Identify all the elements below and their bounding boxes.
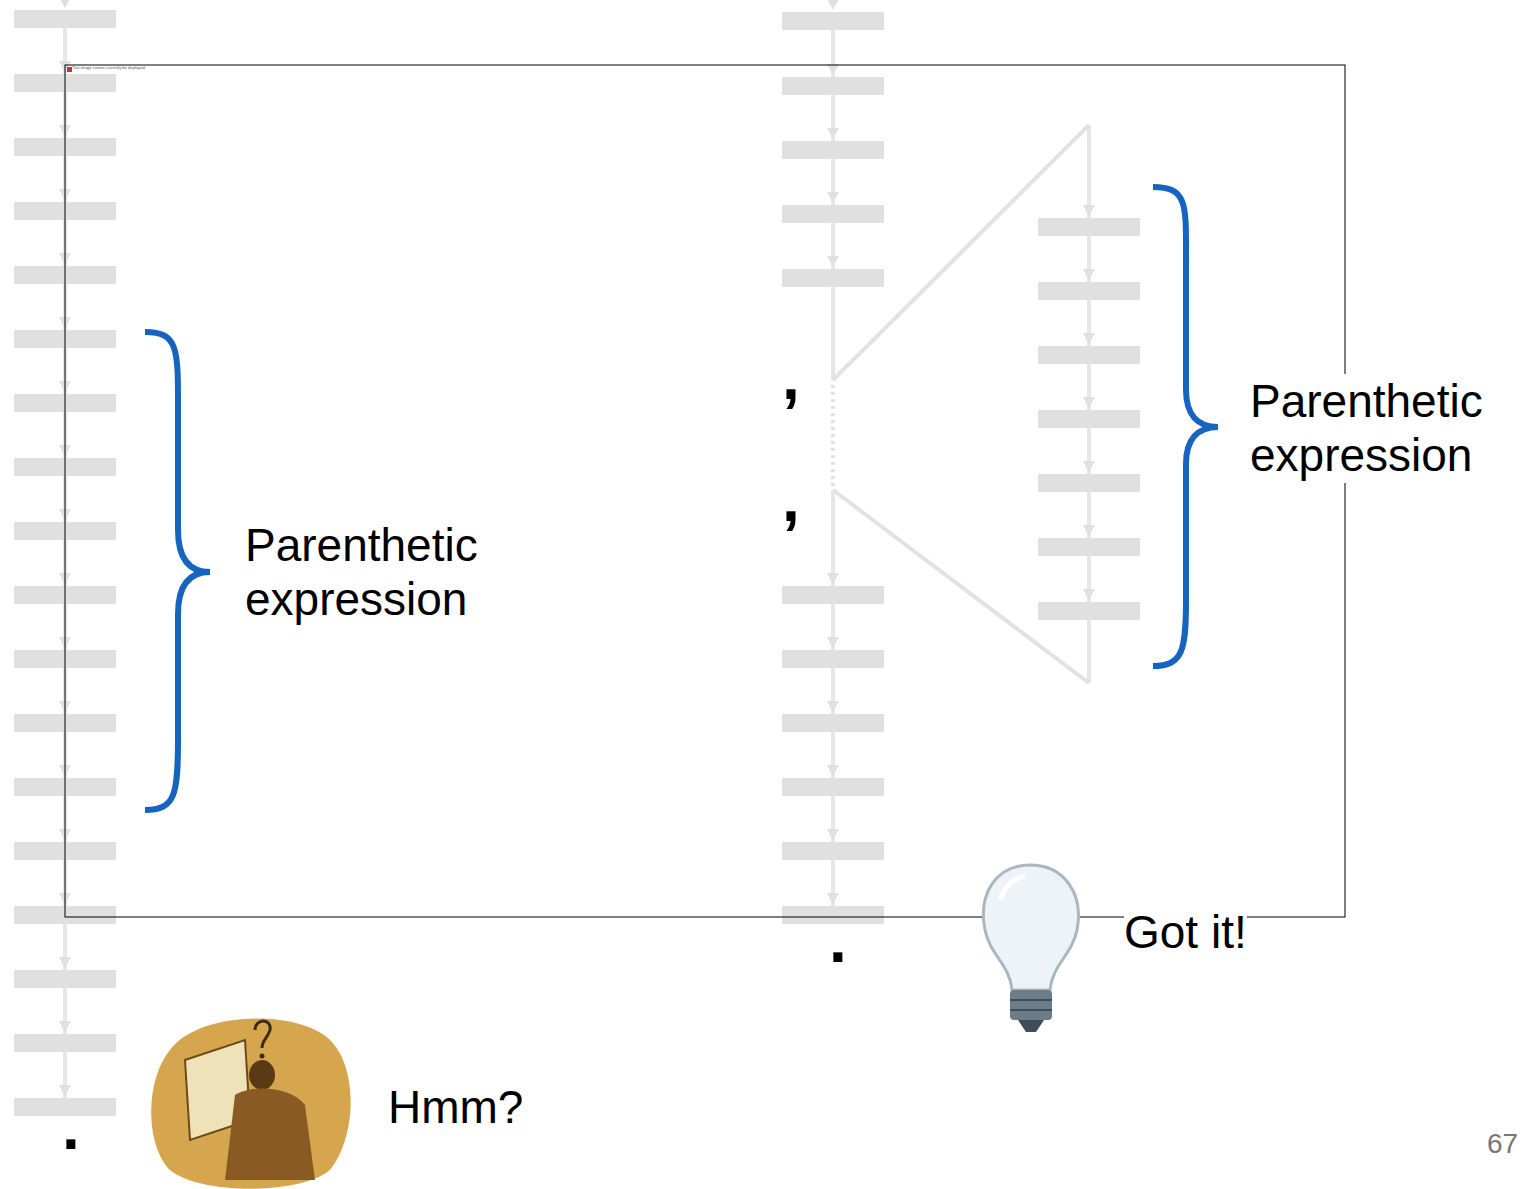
brace-label: Parenthetic expression	[1250, 374, 1530, 483]
image-frame	[65, 65, 1345, 917]
sentence-bar	[1038, 602, 1140, 620]
confused-man-icon	[151, 1019, 350, 1189]
sentence-bar	[782, 269, 884, 287]
dotted-skip	[831, 385, 835, 488]
sentence-bar	[782, 141, 884, 159]
arrow-head	[1083, 397, 1095, 408]
sentence-bar	[1038, 282, 1140, 300]
arrow-head	[1083, 525, 1095, 536]
comma-mark: ,	[782, 345, 800, 409]
brace	[145, 332, 210, 810]
sentence-bar	[782, 205, 884, 223]
sentence-bar	[1038, 538, 1140, 556]
period-mark: .	[829, 908, 847, 972]
arrow-head	[1083, 589, 1095, 600]
arrow-head	[827, 637, 839, 648]
arrow-head	[1083, 461, 1095, 472]
branch-line	[833, 125, 1089, 380]
arrow-head	[827, 701, 839, 712]
sentence-bar	[782, 778, 884, 796]
comma-mark: ,	[782, 467, 800, 531]
arrow-head	[827, 192, 839, 203]
arrow-head	[827, 128, 839, 139]
period-mark: .	[62, 1095, 80, 1159]
arrow-head	[1083, 333, 1095, 344]
broken-image-icon	[67, 67, 72, 72]
page-number: 67	[1487, 1127, 1518, 1160]
brace	[1153, 187, 1218, 666]
sentence-bar	[782, 12, 884, 30]
sentence-bar	[14, 10, 116, 28]
sentence-bar	[1038, 410, 1140, 428]
callout-text: Got it!	[1124, 905, 1247, 959]
sentence-bar	[782, 842, 884, 860]
sentence-bar	[1038, 474, 1140, 492]
branch-line	[833, 490, 1089, 683]
arrow-head	[827, 64, 839, 75]
brace-label: Parenthetic expression	[245, 518, 545, 627]
callout-text: Hmm?	[388, 1080, 523, 1134]
light-bulb-icon	[983, 865, 1078, 1032]
arrow-head	[827, 829, 839, 840]
arrow-head	[59, 1021, 71, 1032]
sentence-bar	[782, 586, 884, 604]
sentence-bar	[1038, 218, 1140, 236]
sentence-bar	[1038, 346, 1140, 364]
arrow-head	[827, 893, 839, 904]
arrow-head	[827, 765, 839, 776]
arrow-head	[827, 573, 839, 584]
sentence-bar	[14, 1034, 116, 1052]
arrow-head	[1083, 269, 1095, 280]
sentence-bar	[782, 77, 884, 95]
arrow-head	[827, 256, 839, 267]
sentence-bar	[14, 970, 116, 988]
arrow-head	[1083, 205, 1095, 216]
arrow-head	[59, 957, 71, 968]
sentence-chains	[14, 0, 1140, 1116]
sentence-bar	[782, 650, 884, 668]
broken-image-text: This image cannot currently be displayed…	[72, 66, 146, 71]
arrow-head	[59, 0, 71, 8]
arrow-head	[827, 0, 839, 10]
sentence-bar	[782, 714, 884, 732]
